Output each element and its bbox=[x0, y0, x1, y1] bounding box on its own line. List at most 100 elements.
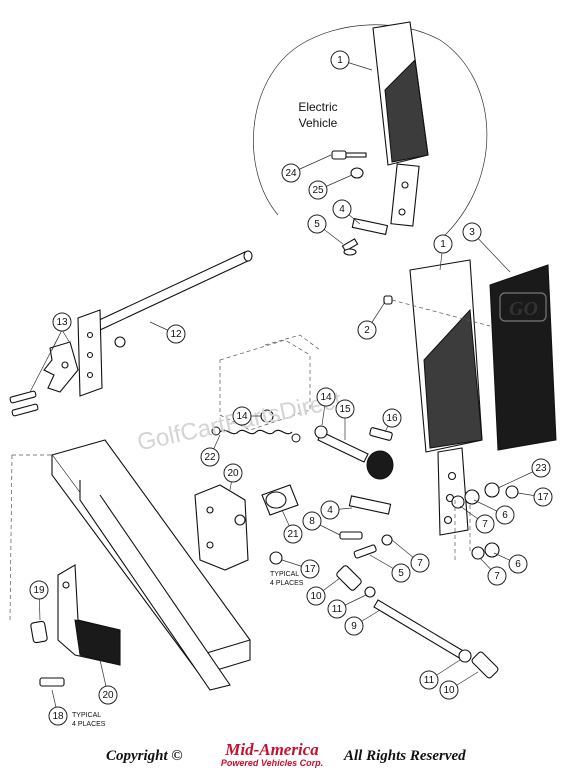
callout-circle bbox=[335, 399, 355, 419]
callout-17: 17 bbox=[281, 559, 320, 579]
callout-circle bbox=[52, 312, 72, 332]
callout-number: 4 bbox=[327, 505, 333, 516]
bolt-16 bbox=[369, 427, 393, 441]
callout-number: 1 bbox=[440, 239, 446, 250]
bolt-18 bbox=[39, 677, 65, 687]
callout-number: 22 bbox=[204, 452, 216, 463]
inset-washer-25 bbox=[350, 167, 364, 179]
copyright-text: Copyright © bbox=[106, 748, 183, 764]
brand-logo: Mid-America Powered Vehicles Corp. bbox=[213, 741, 331, 771]
callout-circle bbox=[419, 670, 439, 690]
callout-circle bbox=[495, 505, 515, 525]
bolt-2 bbox=[383, 295, 491, 327]
callout-circle bbox=[308, 180, 328, 200]
mount-bracket-left bbox=[77, 309, 103, 397]
callout-number: 23 bbox=[535, 463, 547, 474]
callout-21: 21 bbox=[281, 509, 303, 544]
callout-circle bbox=[166, 324, 186, 344]
nut-17a bbox=[505, 485, 519, 499]
callout-circle bbox=[232, 406, 252, 426]
note-18-line1: TYPICAL bbox=[72, 712, 101, 719]
callout-number: 6 bbox=[515, 559, 521, 570]
inset-link-4 bbox=[351, 217, 389, 236]
callout-circle bbox=[98, 685, 118, 705]
exploded-view: Electric Vehicle GO bbox=[9, 21, 557, 728]
callout-circle bbox=[302, 511, 322, 531]
callout-20: 20 bbox=[223, 463, 243, 491]
callout-number: 10 bbox=[443, 685, 455, 696]
callout-1: 1 bbox=[330, 50, 373, 71]
bolt-13b bbox=[11, 403, 39, 417]
callout-circle bbox=[29, 580, 49, 600]
inset-bolt-24 bbox=[331, 150, 367, 160]
callout-number: 14 bbox=[320, 392, 332, 403]
inset-pedal bbox=[372, 21, 429, 227]
callout-10: 10 bbox=[306, 577, 341, 606]
brand-subtitle: Powered Vehicles Corp. bbox=[220, 758, 324, 768]
callout-number: 5 bbox=[314, 219, 320, 230]
callout-number: 20 bbox=[227, 468, 239, 479]
nut-14b bbox=[314, 425, 328, 439]
rod-end-10b bbox=[471, 651, 499, 679]
callout-number: 16 bbox=[386, 413, 398, 424]
nut-11b bbox=[458, 649, 472, 663]
callout-number: 10 bbox=[310, 591, 322, 602]
callout-6: 6 bbox=[493, 552, 528, 574]
washer-7c bbox=[471, 546, 485, 560]
spacer-21 bbox=[261, 484, 299, 516]
inset-label-line1: Electric bbox=[298, 100, 337, 114]
callout-circle bbox=[223, 463, 243, 483]
go-pedal-pad: GO bbox=[489, 264, 557, 451]
bolt-8 bbox=[339, 531, 393, 546]
callout-10: 10 bbox=[439, 671, 479, 700]
inset-label-line2: Vehicle bbox=[299, 116, 338, 130]
callout-13: 13 bbox=[52, 312, 72, 332]
callout-circle bbox=[283, 524, 303, 544]
callout-circle bbox=[320, 500, 340, 520]
bolt-5 bbox=[353, 544, 377, 559]
callout-number: 5 bbox=[398, 568, 404, 579]
threaded-rod-9 bbox=[373, 599, 471, 663]
callout-23: 23 bbox=[497, 458, 551, 489]
callout-11: 11 bbox=[327, 594, 367, 619]
callout-7: 7 bbox=[459, 505, 495, 534]
callout-number: 13 bbox=[56, 317, 68, 328]
housing-outline-2 bbox=[264, 334, 321, 351]
callout-circle bbox=[487, 566, 507, 586]
bumper-15 bbox=[317, 431, 394, 480]
lead-13 bbox=[29, 329, 71, 393]
callout-circle bbox=[307, 214, 327, 234]
pivot-rod-12 bbox=[94, 250, 253, 331]
callout-circle bbox=[300, 559, 320, 579]
bracket-20-upper bbox=[194, 484, 249, 571]
callout-circle bbox=[332, 199, 352, 219]
callout-25: 25 bbox=[308, 174, 353, 200]
callout-3: 3 bbox=[462, 222, 511, 273]
callout-circle bbox=[200, 447, 220, 467]
callout-19: 19 bbox=[29, 580, 49, 621]
callout-circle bbox=[316, 387, 336, 407]
bolt-13a bbox=[9, 390, 37, 404]
rod-end-10a bbox=[336, 565, 362, 591]
washer-7a bbox=[451, 495, 465, 509]
callout-15: 15 bbox=[335, 399, 355, 440]
link-4 bbox=[348, 495, 392, 515]
callout-number: 8 bbox=[309, 516, 315, 527]
callout-number: 9 bbox=[351, 621, 357, 632]
callout-circle bbox=[531, 458, 551, 478]
callout-4: 4 bbox=[332, 199, 361, 225]
callout-number: 20 bbox=[102, 690, 114, 701]
callout-14: 14 bbox=[232, 406, 262, 426]
callout-number: 19 bbox=[33, 585, 45, 596]
spring-22 bbox=[211, 426, 301, 443]
note-17-line2: 4 PLACES bbox=[270, 580, 304, 587]
housing-outline bbox=[219, 339, 311, 431]
callout-number: 6 bbox=[502, 510, 508, 521]
callout-number: 11 bbox=[424, 675, 435, 686]
callout-circle bbox=[439, 680, 459, 700]
callout-20: 20 bbox=[98, 659, 118, 705]
callout-circle bbox=[508, 554, 528, 574]
nut-11a bbox=[364, 586, 376, 598]
